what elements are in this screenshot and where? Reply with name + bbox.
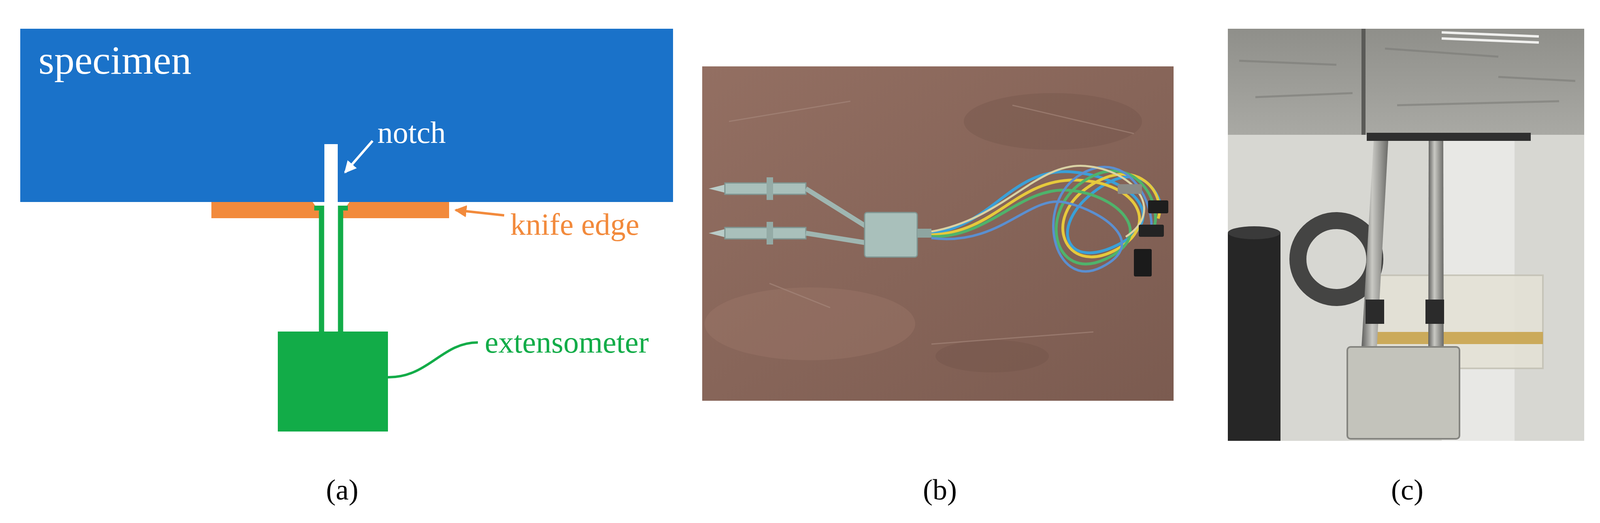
- photo-b: [702, 66, 1174, 401]
- bench-surface: [702, 66, 1174, 401]
- panel-caption: (c): [1391, 472, 1424, 508]
- gauge-arm: [338, 205, 344, 333]
- ring-fixture: [1297, 220, 1375, 298]
- lab-background: [1227, 28, 1585, 442]
- knife-tip: [708, 184, 725, 193]
- knife-edge: [211, 202, 324, 219]
- part-label: extensometer: [484, 323, 649, 361]
- gauge-arm: [1428, 140, 1444, 349]
- wire-connector: [1148, 200, 1169, 214]
- surface-mottle: [704, 287, 916, 361]
- arm-hinge: [1365, 299, 1385, 324]
- panel-caption: (b): [922, 472, 957, 508]
- gauge-body: [1347, 347, 1460, 439]
- metal-texture: [1239, 48, 1576, 106]
- schematic-a: [211, 140, 505, 432]
- knife-edge: [338, 202, 450, 219]
- extensometer-arm: [805, 188, 867, 227]
- surface-scratch: [728, 101, 1134, 345]
- leader-arrow: [345, 140, 373, 173]
- signal-wire: [931, 174, 1160, 257]
- panel-caption: (a): [325, 472, 359, 508]
- arm-hinge: [1425, 299, 1445, 324]
- surface-mottle: [963, 93, 1142, 150]
- loading-beam: [1227, 28, 1585, 135]
- photo-c: [1227, 28, 1585, 442]
- signal-wire: [931, 171, 1163, 254]
- clamp-pin: [766, 177, 774, 201]
- notch-cut: [324, 144, 338, 203]
- part-label: knife edge: [510, 206, 640, 243]
- clamp-pin: [766, 221, 774, 245]
- cable-gland: [917, 228, 932, 238]
- dark-cylinder: [1227, 226, 1281, 240]
- clamp-bar: [724, 227, 806, 239]
- cable: [1441, 32, 1539, 43]
- gauge-tip: [338, 205, 348, 211]
- wire-connector: [1138, 224, 1164, 237]
- part-label: notch: [377, 114, 446, 152]
- window-blur: [1441, 133, 1515, 442]
- wire-connector: [1117, 184, 1142, 194]
- extensometer-body: [864, 212, 918, 258]
- tray: [1368, 275, 1543, 369]
- signal-wire: [931, 170, 1156, 265]
- clamp-bar: [724, 183, 806, 195]
- leader-line: [387, 342, 478, 378]
- wire-connector: [1133, 249, 1152, 277]
- leader-arrow: [455, 210, 505, 216]
- base-plate: [1366, 132, 1531, 141]
- gauge-tip: [314, 205, 324, 211]
- gauge-arm: [1361, 140, 1389, 349]
- knife-tip: [708, 229, 725, 238]
- dark-cylinder: [1227, 232, 1281, 442]
- specimen-block: specimen: [20, 28, 674, 203]
- surface-mottle: [935, 340, 1049, 373]
- signal-wire: [931, 165, 1145, 237]
- gauge-arm: [319, 205, 325, 333]
- beam-seam: [1361, 28, 1366, 135]
- extensometer-arm: [805, 233, 867, 243]
- tray-liquid: [1368, 332, 1543, 345]
- extensometer-body: [277, 331, 388, 432]
- specimen-label: specimen: [38, 36, 674, 85]
- signal-wire: [931, 167, 1152, 272]
